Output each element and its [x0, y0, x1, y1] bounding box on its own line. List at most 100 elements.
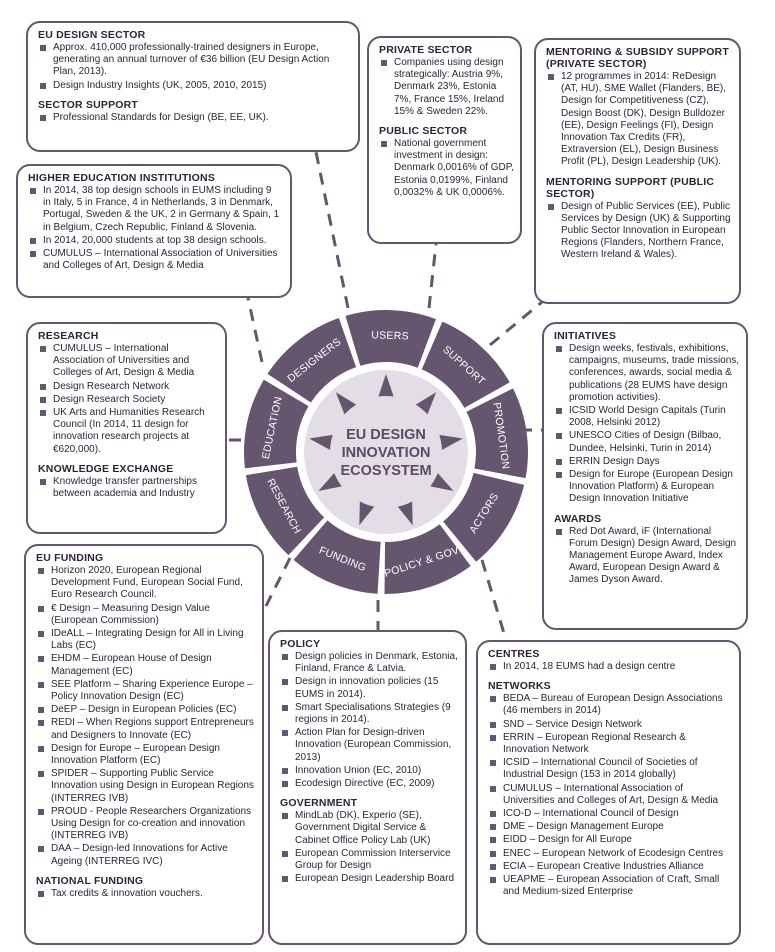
bullet-list: Knowledge transfer partnerships between … — [38, 476, 217, 500]
wheel-segment — [267, 318, 357, 403]
bullet-list: MindLab (DK), Experio (SE), Government D… — [280, 810, 460, 885]
section-title: MENTORING SUPPORT (PUBLIC SECTOR) — [546, 175, 715, 200]
list-item: Approx. 410,000 professionally-trained d… — [38, 42, 350, 79]
bullet-list: BEDA – Bureau of European Design Associa… — [488, 693, 731, 898]
wheel-segment — [245, 466, 325, 556]
wheel-segment — [443, 472, 525, 562]
list-item: Red Dot Award, iF (International Forum D… — [554, 526, 741, 587]
section-title: KNOWLEDGE EXCHANGE — [38, 462, 174, 475]
list-item: Companies using design strategically: Au… — [379, 57, 514, 118]
list-item: SPIDER – Supporting Public Service Innov… — [36, 768, 254, 805]
star-group — [309, 374, 463, 526]
connector-funding — [264, 557, 292, 607]
bullet-list: Professional Standards for Design (BE, E… — [38, 112, 350, 124]
list-item: In 2014, 18 EUMS had a design centre — [488, 661, 731, 673]
section-title: PUBLIC SECTOR — [379, 125, 468, 138]
wheel-segment — [466, 388, 528, 479]
bullet-list: CUMULUS – International Association of U… — [38, 343, 217, 456]
list-item: Innovation Union (EC, 2010) — [280, 765, 460, 777]
connector-users — [427, 243, 438, 309]
section-title: EU FUNDING — [36, 552, 104, 564]
section-title: SECTOR SUPPORT — [38, 98, 139, 111]
bullet-list: Design policies in Denmark, Estonia, Fin… — [280, 651, 460, 790]
center-title-line-3: ECOSYSTEM — [340, 463, 431, 479]
list-item: UK Arts and Humanities Research Council … — [38, 407, 217, 456]
list-item: Tax credits & innovation vouchers. — [36, 888, 254, 900]
list-item: ICSID – International Council of Societi… — [488, 757, 731, 781]
list-item: REDI – When Regions support Entrepreneur… — [36, 717, 254, 741]
section-title: GOVERNMENT — [280, 797, 358, 810]
list-item: CUMULUS – International Association of U… — [38, 343, 217, 380]
list-item: Design Industry Insights (UK, 2005, 2010… — [38, 80, 350, 92]
bullet-list: In 2014, 38 top design schools in EUMS i… — [28, 185, 282, 272]
section-title: INITIATIVES — [554, 330, 617, 342]
bullet-list: 12 programmes in 2014: ReDesign (AT, HU)… — [546, 71, 734, 169]
connector-actors — [480, 559, 508, 641]
center-title-line-1: EU DESIGN — [346, 427, 426, 443]
list-item: In 2014, 38 top design schools in EUMS i… — [28, 185, 282, 234]
connector-support — [489, 300, 543, 347]
list-item: CUMULUS – International Association of U… — [28, 248, 282, 272]
list-item: UNESCO Cities of Design (Bilbao, Dundee,… — [554, 430, 741, 454]
list-item: PROUD - People Researchers Organizations… — [36, 806, 254, 843]
bullet-list: Red Dot Award, iF (International Forum D… — [554, 526, 741, 587]
list-item: € Design – Measuring Design Value (Europ… — [36, 603, 254, 627]
list-item: 12 programmes in 2014: ReDesign (AT, HU)… — [546, 71, 734, 169]
section-title: EU DESIGN SECTOR — [38, 29, 146, 41]
section-title: MENTORING & SUBSIDY SUPPORT (PRIVATE SEC… — [546, 46, 729, 70]
list-item: Knowledge transfer partnerships between … — [38, 476, 217, 500]
list-item: DeEP – Design in European Policies (EC) — [36, 704, 254, 716]
section-title: PRIVATE SECTOR — [379, 44, 473, 56]
list-item: Smart Specialisations Strategies (9 regi… — [280, 702, 460, 726]
segment-label: USERS — [371, 329, 409, 342]
list-item: Design in innovation policies (15 EUMS i… — [280, 676, 460, 700]
wheel-segment — [244, 379, 309, 469]
list-item: Horizon 2020, European Regional Developm… — [36, 565, 254, 602]
section-title: RESEARCH — [38, 330, 99, 342]
list-item: European Commission Interservice Group f… — [280, 848, 460, 872]
list-item: DME – Design Management Europe — [488, 821, 731, 833]
list-item: Ecodesign Directive (EC, 2009) — [280, 778, 460, 790]
wheel-segments — [244, 310, 528, 594]
list-item: ENEC – European Network of Ecodesign Cen… — [488, 848, 731, 860]
bullet-list: Horizon 2020, European Regional Developm… — [36, 565, 254, 868]
wheel-segment — [384, 524, 471, 594]
list-item: UEAPME – European Association of Craft, … — [488, 874, 731, 898]
bullet-list: Design weeks, festivals, exhibitions, ca… — [554, 343, 741, 506]
list-item: Design weeks, festivals, exhibitions, ca… — [554, 343, 741, 404]
list-item: ERRIN – European Regional Research & Inn… — [488, 732, 731, 756]
list-item: EHDM – European House of Design Manageme… — [36, 653, 254, 677]
section-title: POLICY — [280, 638, 321, 650]
list-item: ECIA – European Creative Industries Alli… — [488, 861, 731, 873]
mentoring-support-box: MENTORING & SUBSIDY SUPPORT (PRIVATE SEC… — [534, 38, 741, 304]
list-item: Design of Public Services (EE), Public S… — [546, 201, 734, 262]
list-item: ERRIN Design Days — [554, 456, 741, 468]
list-item: EIDD – Design for All Europe — [488, 834, 731, 846]
bullet-list: Design of Public Services (EE), Public S… — [546, 201, 734, 262]
section-title: NATIONAL FUNDING — [36, 874, 144, 887]
wheel-segment — [345, 310, 436, 368]
bullet-list: Approx. 410,000 professionally-trained d… — [38, 42, 350, 92]
list-item: National government investment in design… — [379, 138, 514, 199]
connector-designers — [314, 151, 350, 309]
list-item: CUMULUS – International Association of U… — [488, 783, 731, 807]
connector-education — [246, 297, 264, 363]
list-item: BEDA – Bureau of European Design Associa… — [488, 693, 731, 717]
section-title: CENTRES — [488, 648, 540, 660]
section-title: HIGHER EDUCATION INSTITUTIONS — [28, 172, 216, 184]
wheel-segment — [293, 520, 381, 594]
section-title: AWARDS — [554, 512, 602, 525]
list-item: SEE Platform – Sharing Experience Europe… — [36, 679, 254, 703]
bullet-list: In 2014, 18 EUMS had a design centre — [488, 661, 731, 673]
list-item: Design for Europe – European Design Inno… — [36, 743, 254, 767]
list-item: SND – Service Design Network — [488, 719, 731, 731]
